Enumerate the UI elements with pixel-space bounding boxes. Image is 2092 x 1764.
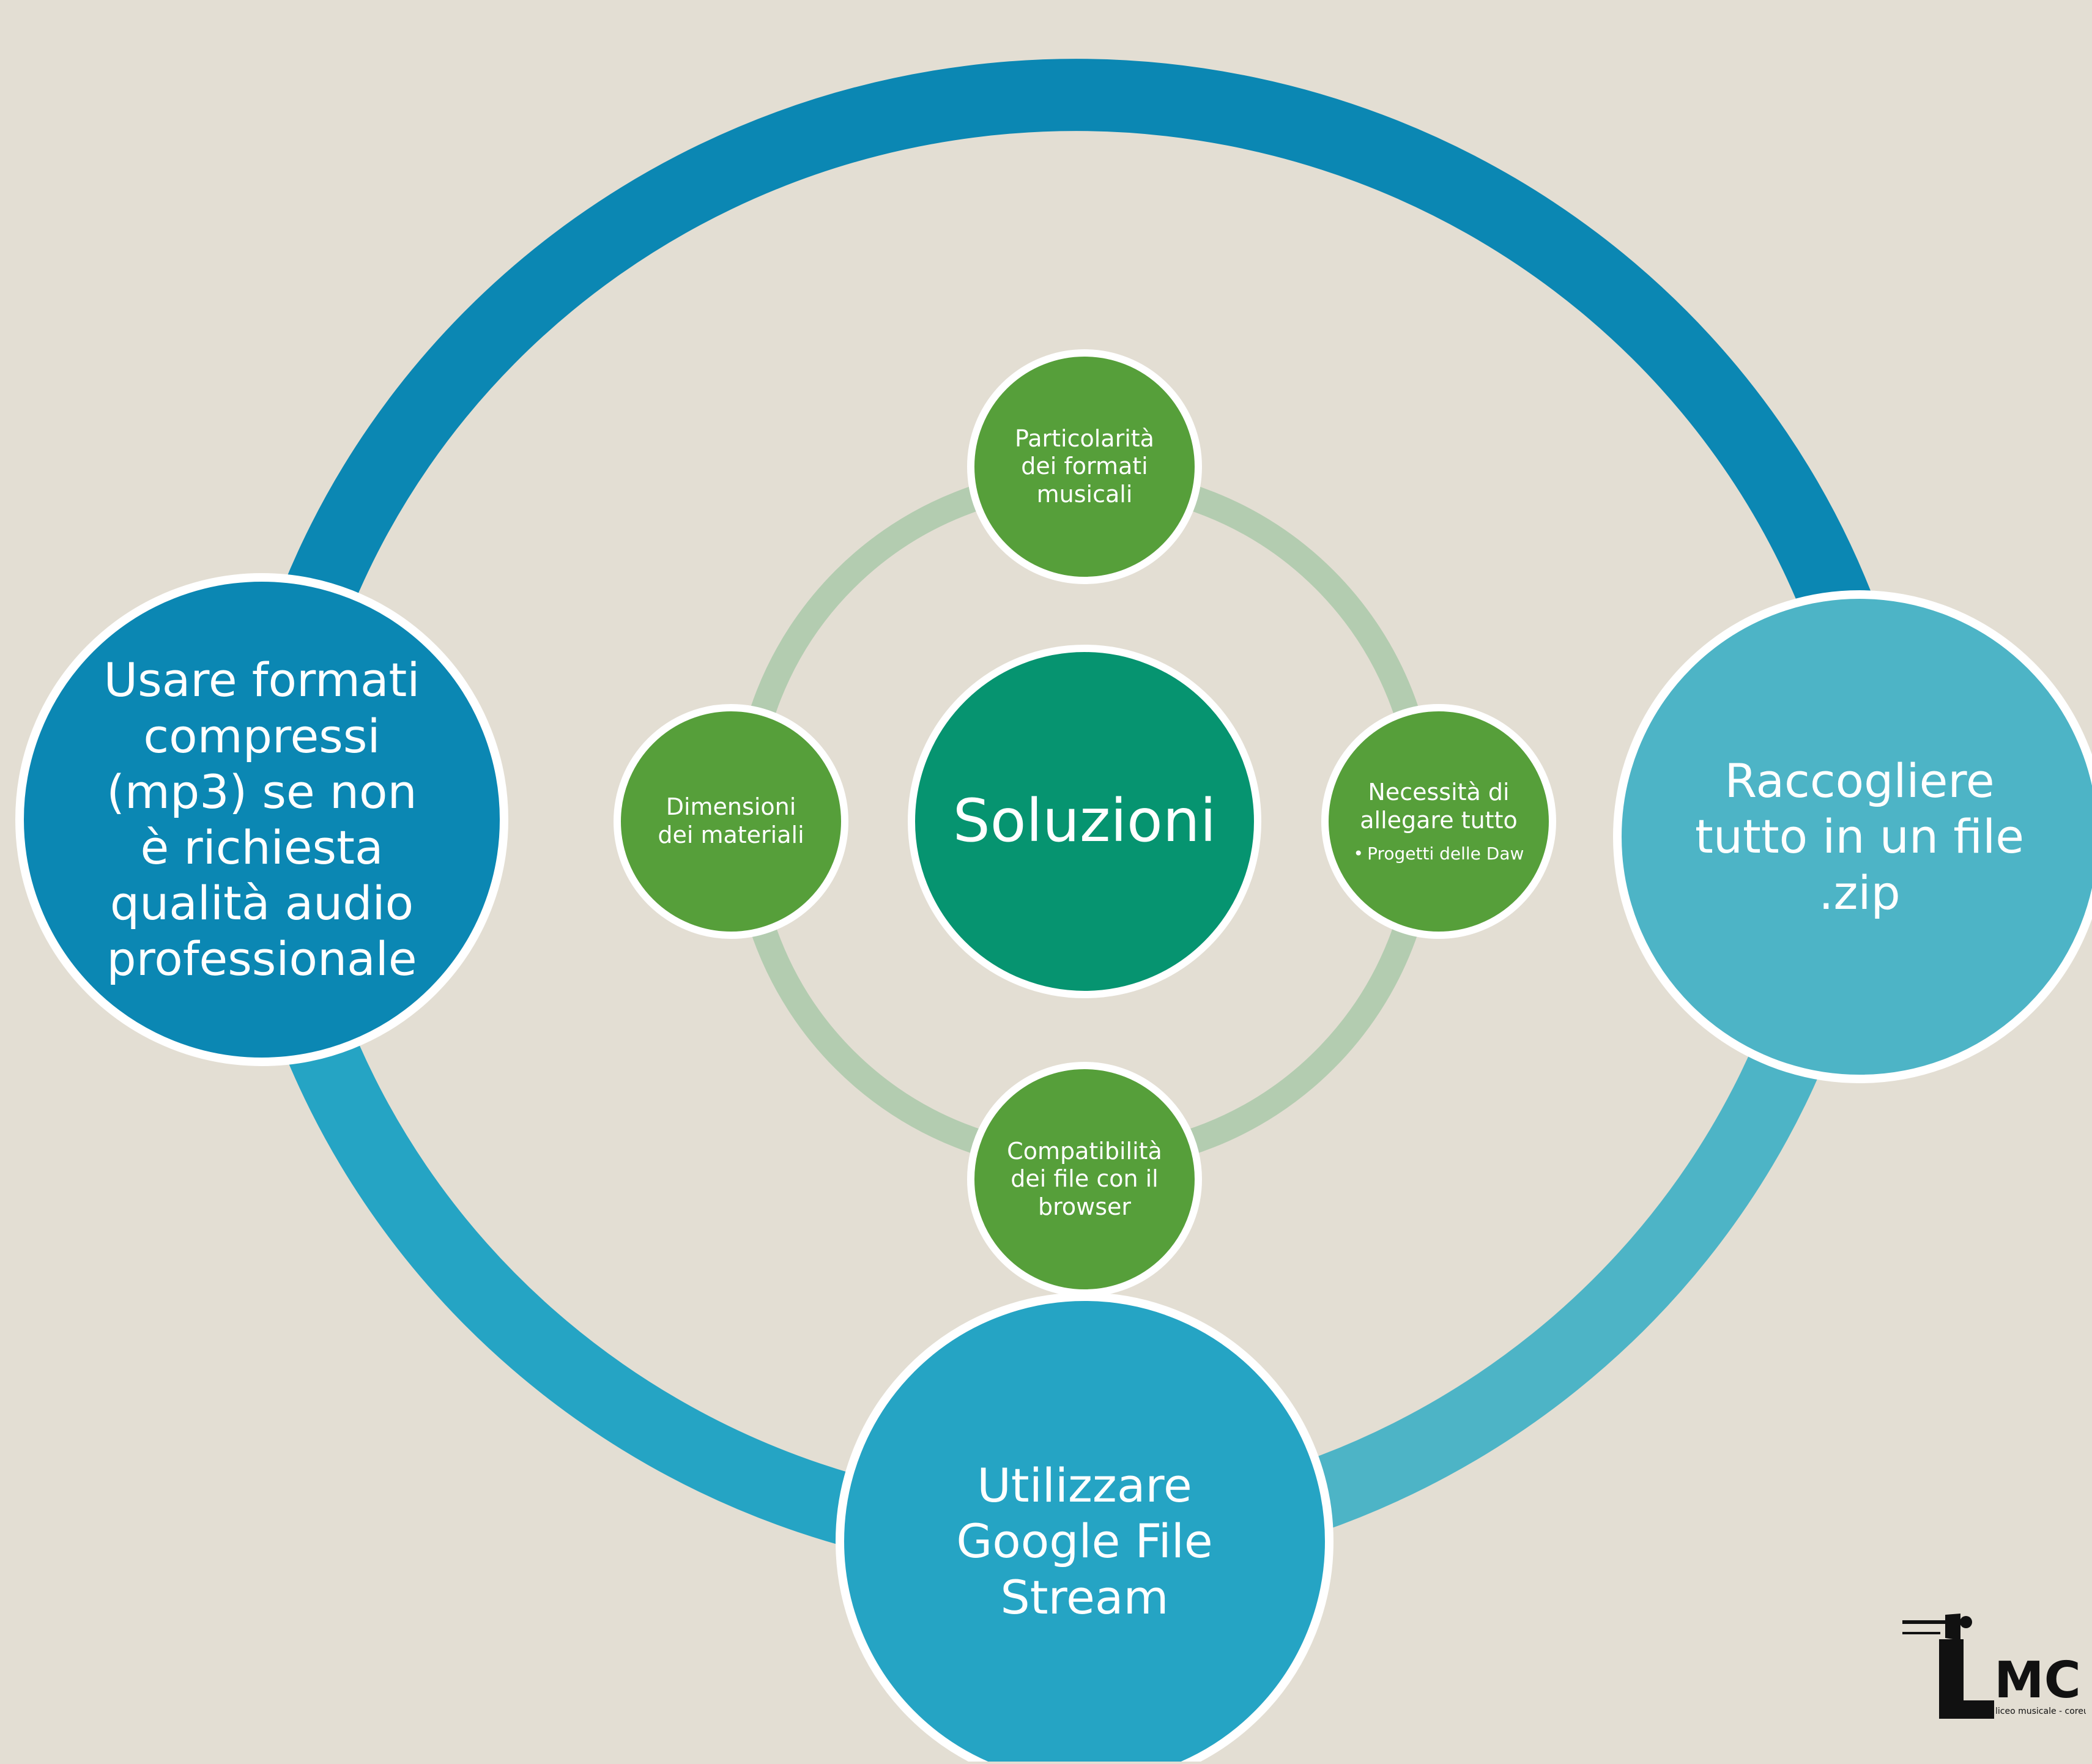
outer-node-bottom-label: Utilizzare Google File Stream — [956, 1458, 1213, 1625]
logo-letters-mc: MC — [1994, 1651, 2081, 1710]
inner-node-right-label: Necessità di allegare tutto •Progetti de… — [1347, 751, 1530, 892]
outer-node-right-label: Raccogliere tutto in un file .zip — [1695, 754, 2024, 920]
trumpet-icon — [1902, 1614, 1972, 1640]
inner-node-right-sub-text: Progetti delle Daw — [1367, 843, 1524, 864]
inner-node-top-label: Particolarità dei formati musicali — [1015, 424, 1154, 508]
logo-caption: liceo musicale - coreutico — [1995, 1707, 2086, 1716]
inner-node-bottom-label: Compatibilità dei file con il browser — [1007, 1137, 1162, 1220]
inner-node-left — [614, 704, 848, 939]
outer-ring-arc-top — [227, 59, 1875, 820]
inner-node-right — [1321, 704, 1556, 939]
inner-node-right-sub: •Progetti delle Daw — [1354, 843, 1524, 864]
lmc-logo: MC liceo musicale - coreutico — [1902, 1614, 2086, 1719]
center-node — [908, 645, 1261, 998]
outer-node-right — [1613, 590, 2092, 1083]
inner-node-top — [967, 349, 1202, 584]
outer-node-bottom — [836, 1292, 1333, 1764]
bullet-icon: • — [1353, 843, 1364, 864]
inner-node-left-label: Dimensioni dei materiali — [658, 793, 804, 848]
outer-node-left — [15, 573, 508, 1066]
outer-node-left-label: Usare formati compressi (mp3) se non è r… — [103, 653, 420, 987]
inner-node-right-title: Necessità di allegare tutto — [1360, 778, 1518, 834]
logo-letter-l — [1939, 1639, 1994, 1719]
center-label: Soluzioni — [952, 787, 1217, 856]
